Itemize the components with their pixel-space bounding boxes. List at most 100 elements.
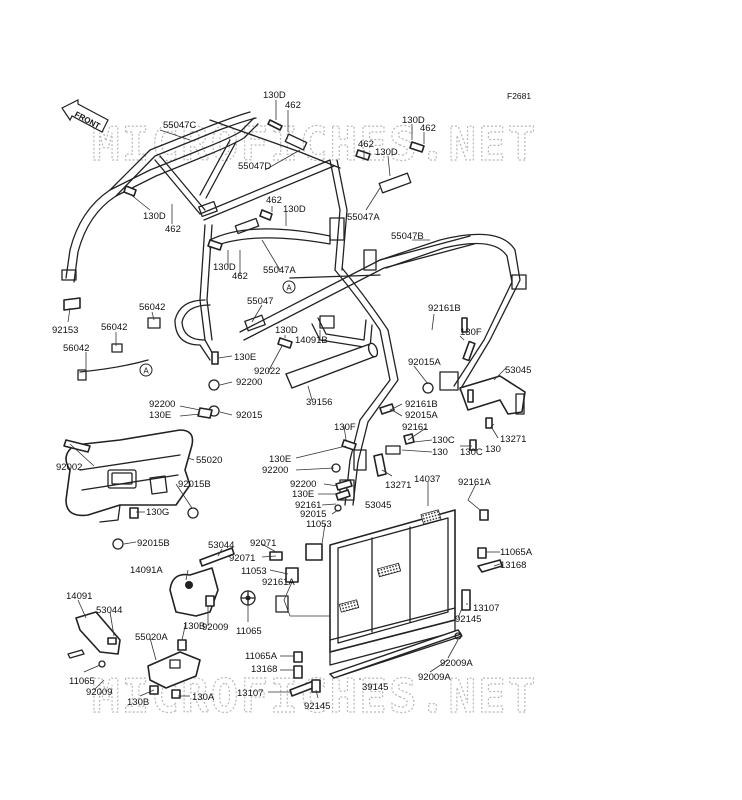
part-label: 13168 (500, 560, 526, 571)
part-label: 92009 (202, 622, 228, 633)
hardware (63, 119, 503, 699)
part-label: 92009A (418, 672, 451, 683)
part-label: 92022 (254, 366, 280, 377)
part-label: 92009 (86, 687, 112, 698)
part-labels: 130D 462 55047C 130D 462 462 130D 55047D… (52, 90, 533, 712)
part-label: 13168 (251, 664, 277, 675)
part-label: 92015A (405, 410, 438, 421)
part-label: 55047C (163, 120, 196, 131)
part-label: 92015 (236, 410, 262, 421)
part-label: 130D (402, 115, 425, 126)
bracket-53045-right (459, 375, 526, 415)
part-label: 13271 (385, 480, 411, 491)
roll-cage (61, 111, 527, 506)
part-label: 92071 (229, 553, 255, 564)
part-label: 11065 (69, 676, 95, 687)
part-label: 13107 (237, 688, 263, 699)
callout-a-upper: A (282, 280, 296, 294)
part-label: 130B (183, 621, 205, 632)
part-label: 130D (283, 204, 306, 215)
callout-a-lower: A (139, 363, 153, 377)
part-label: 130E (269, 454, 291, 465)
part-label: 11065 (236, 626, 262, 637)
bar-39156 (285, 342, 379, 389)
part-label: 56042 (63, 343, 89, 354)
part-label: 92015 (300, 509, 326, 520)
part-label: 130D (375, 147, 398, 158)
part-label: 130B (127, 697, 149, 708)
part-label: 92015B (137, 538, 170, 549)
part-label: 462 (232, 271, 248, 282)
part-label: 130D (213, 262, 236, 273)
part-label: 92002 (56, 462, 82, 473)
part-label: 56042 (101, 322, 127, 333)
part-label: 130 (432, 447, 448, 458)
callout-a-upper-label: A (286, 284, 292, 293)
part-label: 14037 (414, 474, 440, 485)
part-label: 130D (143, 211, 166, 222)
part-label: 55020A (135, 632, 168, 643)
part-label: 14091A (130, 565, 163, 576)
tailgate-14037 (329, 509, 463, 677)
part-label: 92161 (402, 422, 428, 433)
part-label: 11053 (306, 519, 332, 530)
part-label: 130C (432, 435, 455, 446)
part-label: 55047A (263, 265, 296, 276)
part-label: 14091 (66, 591, 92, 602)
part-label: 92161A (458, 477, 491, 488)
panel-14091 (67, 611, 121, 659)
part-label: 130F (334, 422, 356, 433)
figure-id: F2681 (507, 91, 531, 101)
part-label: 11065A (245, 651, 278, 662)
leader-lines (67, 100, 507, 699)
part-label: 462 (165, 224, 181, 235)
part-label: 462 (285, 100, 301, 111)
part-label: 53044 (208, 540, 234, 551)
part-label: 92161A (262, 577, 295, 588)
part-label: 92200 (262, 465, 288, 476)
part-label: 130D (263, 90, 286, 101)
part-label: 92161B (405, 399, 438, 410)
part-label: 92200 (149, 399, 175, 410)
part-label: 130E (292, 489, 314, 500)
part-label: 92145 (455, 614, 481, 625)
guard-55020 (65, 429, 194, 523)
part-label: 130E (234, 352, 256, 363)
part-label: 53045 (505, 365, 531, 376)
part-label: 39156 (306, 397, 332, 408)
bracket-55020A (147, 651, 201, 689)
part-label: 462 (420, 123, 436, 134)
part-label: 92015B (178, 479, 211, 490)
part-label: 130E (149, 410, 171, 421)
part-label: 55047D (238, 161, 271, 172)
part-label: 92145 (304, 701, 330, 712)
part-label: 462 (266, 195, 282, 206)
part-label: 130A (192, 692, 215, 703)
part-label: 14091B (295, 335, 328, 346)
part-label: 55020 (196, 455, 222, 466)
part-label: 53045 (365, 500, 391, 511)
knob-11065 (240, 590, 256, 606)
part-label: 130 (485, 444, 501, 455)
part-label: 11053 (241, 566, 267, 577)
part-label: 13107 (473, 603, 499, 614)
part-label: 92161B (428, 303, 461, 314)
part-label: 130D (275, 325, 298, 336)
part-label: 92161 (295, 500, 321, 511)
part-label: 92153 (52, 325, 78, 336)
part-label: 92071 (250, 538, 276, 549)
part-label: 55047B (391, 231, 424, 242)
part-label: 130F (460, 327, 482, 338)
part-label: 462 (358, 139, 374, 150)
part-label: 55047A (347, 212, 380, 223)
part-label: 56042 (139, 302, 165, 313)
part-label: 39145 (362, 682, 388, 693)
part-label: 55047 (247, 296, 273, 307)
part-label: 130C (460, 447, 483, 458)
part-label: 11065A (500, 547, 533, 558)
callout-a-lower-label: A (143, 367, 149, 376)
part-label: 92015A (408, 357, 441, 368)
part-label: 92200 (236, 377, 262, 388)
part-label: 130G (146, 507, 169, 518)
